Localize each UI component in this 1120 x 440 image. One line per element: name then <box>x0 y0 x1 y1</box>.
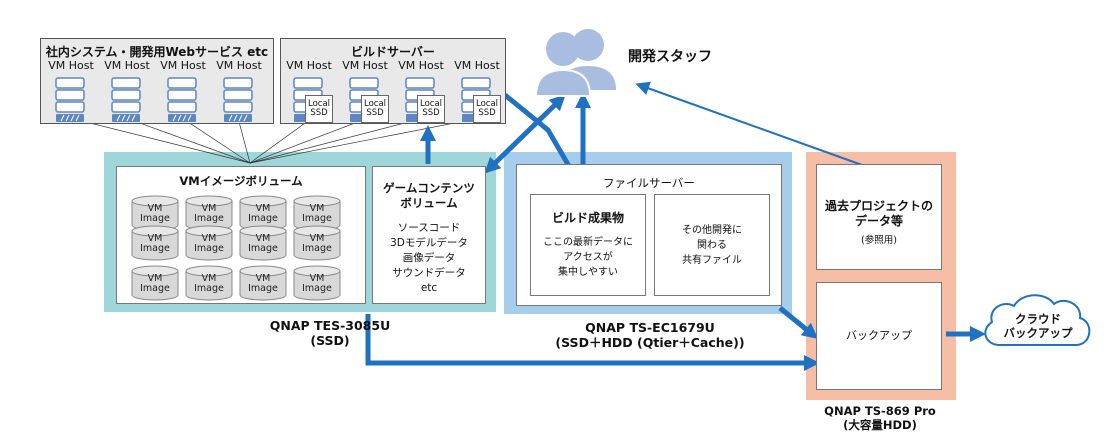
vm-host: VM Host Local SSD <box>451 59 503 131</box>
vm-host: VM Host Local SSD <box>395 59 447 131</box>
past-projects-note: (参照用) <box>861 235 897 246</box>
arrow-tes-to-backup <box>365 314 821 372</box>
qnap-tes-name: QNAP TES-3085U (SSD) <box>269 318 391 348</box>
group-internal-title: 社内システム・開発用Webサービス etc <box>45 45 269 59</box>
build-artifacts-box: ビルド成果物 ここの最新データに アクセスが 集中しやすい <box>530 194 646 296</box>
past-projects-title: 過去プロジェクトの データ等 <box>824 199 933 228</box>
local-ssd-badge: Local SSD <box>417 95 445 123</box>
other-shared-body: その他開発に 関わる 共有ファイル <box>682 225 742 266</box>
vm-image-cylinder: VM Image <box>131 225 179 261</box>
vm-image-cylinder: VM Image <box>293 265 341 301</box>
vm-host: VM Host <box>213 59 265 131</box>
backup-label: バックアップ <box>846 329 912 342</box>
vm-host: VM Host <box>157 59 209 131</box>
vm-host: VM Host <box>101 59 153 131</box>
cloud-shape <box>984 294 1091 346</box>
build-artifacts-title: ビルド成果物 <box>551 211 624 225</box>
vm-image-cylinder: VM Image <box>239 225 287 261</box>
server-icon <box>111 77 141 122</box>
backup-box: バックアップ <box>816 282 942 390</box>
qnap-869-name: QNAP TS-869 Pro (大容量HDD) <box>824 404 936 432</box>
game-content-volume: ゲームコンテンツ ボリューム ソースコード 3Dモデルデータ 画像データ サウン… <box>372 166 486 304</box>
server-icon <box>55 77 85 122</box>
vm-host: VM Host <box>45 59 97 131</box>
vm-image-cylinder: VM Image <box>293 195 341 231</box>
group-build-title: ビルドサーバー <box>351 45 435 59</box>
cloud-backup-label: クラウド バックアップ <box>1003 312 1073 340</box>
local-ssd-badge: Local SSD <box>473 95 501 123</box>
vm-image-cylinder: VM Image <box>293 225 341 261</box>
vm-image-cylinder: VM Image <box>239 195 287 231</box>
vm-image-cylinder: VM Image <box>131 265 179 301</box>
vm-image-cylinder: VM Image <box>185 265 233 301</box>
file-server-title: ファイルサーバー <box>603 176 695 190</box>
other-shared-files-box: その他開発に 関わる 共有ファイル <box>654 194 770 296</box>
vm-image-cylinder: VM Image <box>239 265 287 301</box>
staff-people-icon <box>534 29 616 97</box>
vm-host: VM Host Local SSD <box>339 59 391 131</box>
build-artifacts-body: ここの最新データに アクセスが 集中しやすい <box>543 237 633 278</box>
server-icon <box>167 77 197 122</box>
local-ssd-badge: Local SSD <box>361 95 389 123</box>
arrow-past-to-staff <box>635 81 863 166</box>
vm-host: VM Host Local SSD <box>283 59 335 131</box>
group-internal-systems: 社内システム・開発用Webサービス etc VM Host VM Host VM… <box>40 38 274 124</box>
staff-label: 開発スタッフ <box>628 49 712 65</box>
vm-image-cylinder: VM Image <box>131 195 179 231</box>
local-ssd-badge: Local SSD <box>305 95 333 123</box>
vm-image-cylinder: VM Image <box>185 225 233 261</box>
vm-volume-title: VMイメージボリューム <box>179 174 303 188</box>
vm-image-cylinder: VM Image <box>185 195 233 231</box>
arrow-file-to-backup <box>778 306 819 340</box>
network-lines <box>69 117 481 164</box>
qnap-ec-name: QNAP TS-EC1679U (SSD＋HDD (Qtier＋Cache)) <box>555 320 745 350</box>
arrow-staff-game <box>484 94 566 174</box>
group-build-servers: ビルドサーバー VM Host Local SSD VM Host Local … <box>280 38 506 124</box>
server-icon <box>223 77 253 122</box>
game-volume-body: ソースコード 3Dモデルデータ 画像データ サウンドデータ etc <box>390 222 468 294</box>
past-projects-box: 過去プロジェクトの データ等 (参照用) <box>816 164 942 270</box>
game-volume-title: ゲームコンテンツ ボリューム <box>383 181 475 210</box>
